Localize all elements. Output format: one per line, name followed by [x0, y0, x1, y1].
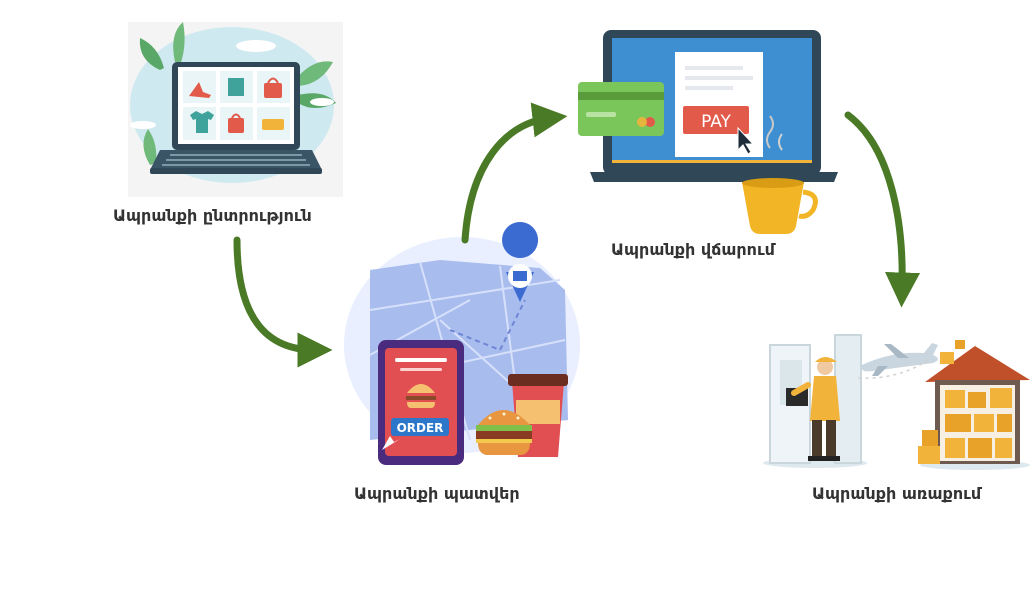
flow-arrows	[233, 102, 921, 368]
laptop-payment-icon: PAY	[578, 30, 838, 234]
arrow-order-to-payment	[461, 102, 568, 244]
arrow-selection-to-order	[233, 236, 333, 368]
laptop-shop-icon	[128, 22, 343, 197]
courier-delivery-icon	[763, 334, 1030, 470]
step-label-order: Ապրանքի պատվեր	[354, 484, 520, 503]
step-label-selection: Ապրանքի ընտրություն	[113, 206, 312, 225]
order-button-label: ORDER	[397, 421, 444, 435]
tablet-order-icon: ORDER	[344, 222, 580, 465]
step-label-payment: Ապրանքի վճարում	[611, 240, 775, 259]
pay-button-label: PAY	[701, 112, 731, 132]
arrow-payment-to-delivery	[844, 111, 921, 308]
step-label-delivery: Ապրանքի առաքում	[812, 484, 982, 503]
